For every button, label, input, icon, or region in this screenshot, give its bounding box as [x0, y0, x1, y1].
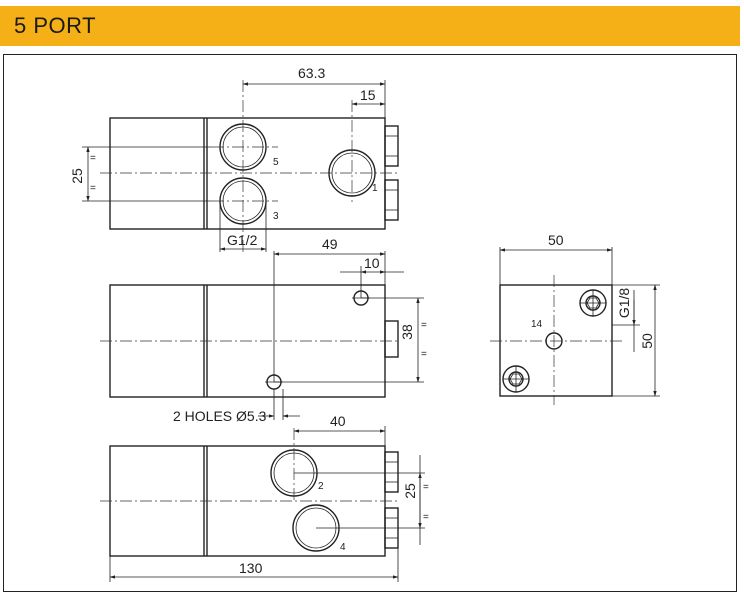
svg-text:=: =	[423, 512, 429, 523]
top-view-body	[109, 117, 386, 230]
port-label-4: 4	[340, 542, 346, 553]
dim-49: 49	[322, 236, 338, 252]
dim-25-top: 25	[69, 168, 85, 184]
port-label-5: 5	[273, 157, 279, 168]
pilot-port-label: 14	[531, 319, 543, 330]
top-fitting-upper	[384, 125, 399, 167]
svg-text:=: =	[421, 349, 427, 360]
svg-text:=: =	[421, 320, 427, 331]
drawing-frame	[3, 54, 737, 592]
dim-50-width: 50	[548, 232, 564, 248]
dim-63-3: 63.3	[298, 65, 325, 81]
section-header: 5 PORT	[0, 6, 740, 46]
dim-40: 40	[330, 413, 346, 429]
thread-g1-8: G1/8	[616, 288, 632, 319]
port-label-2: 2	[318, 481, 324, 492]
port-label-3: 3	[273, 211, 279, 222]
thread-g1-2: G1/2	[227, 232, 258, 248]
bottom-view: 2 4 40 25 = = 130	[100, 413, 429, 582]
dim-50-height: 50	[639, 333, 655, 349]
end-view: 14 50 G1/8 50	[490, 232, 660, 405]
holes-note: 2 HOLES Ø5.3	[173, 408, 267, 424]
bottom-fitting-upper	[384, 451, 399, 493]
dim-130: 130	[239, 560, 263, 576]
dim-25-bottom: 25	[402, 483, 418, 499]
dim-10: 10	[364, 255, 380, 271]
top-fitting-lower	[384, 179, 399, 221]
pilot-port-14	[545, 332, 563, 350]
dim-15: 15	[360, 87, 376, 103]
port-label-1: 1	[372, 183, 378, 194]
svg-text:=: =	[90, 153, 96, 164]
side-view: 49 10 38 = = 2 HOLES Ø5.3	[100, 236, 427, 424]
dim-38: 38	[399, 324, 415, 340]
side-fitting	[384, 320, 399, 358]
svg-text:=: =	[423, 482, 429, 493]
svg-text:=: =	[90, 183, 96, 194]
end-view-body	[499, 284, 613, 397]
top-view: 5 1 3 63.3 15 25 = = G1/2	[69, 65, 399, 255]
section-title: 5 PORT	[14, 13, 97, 38]
